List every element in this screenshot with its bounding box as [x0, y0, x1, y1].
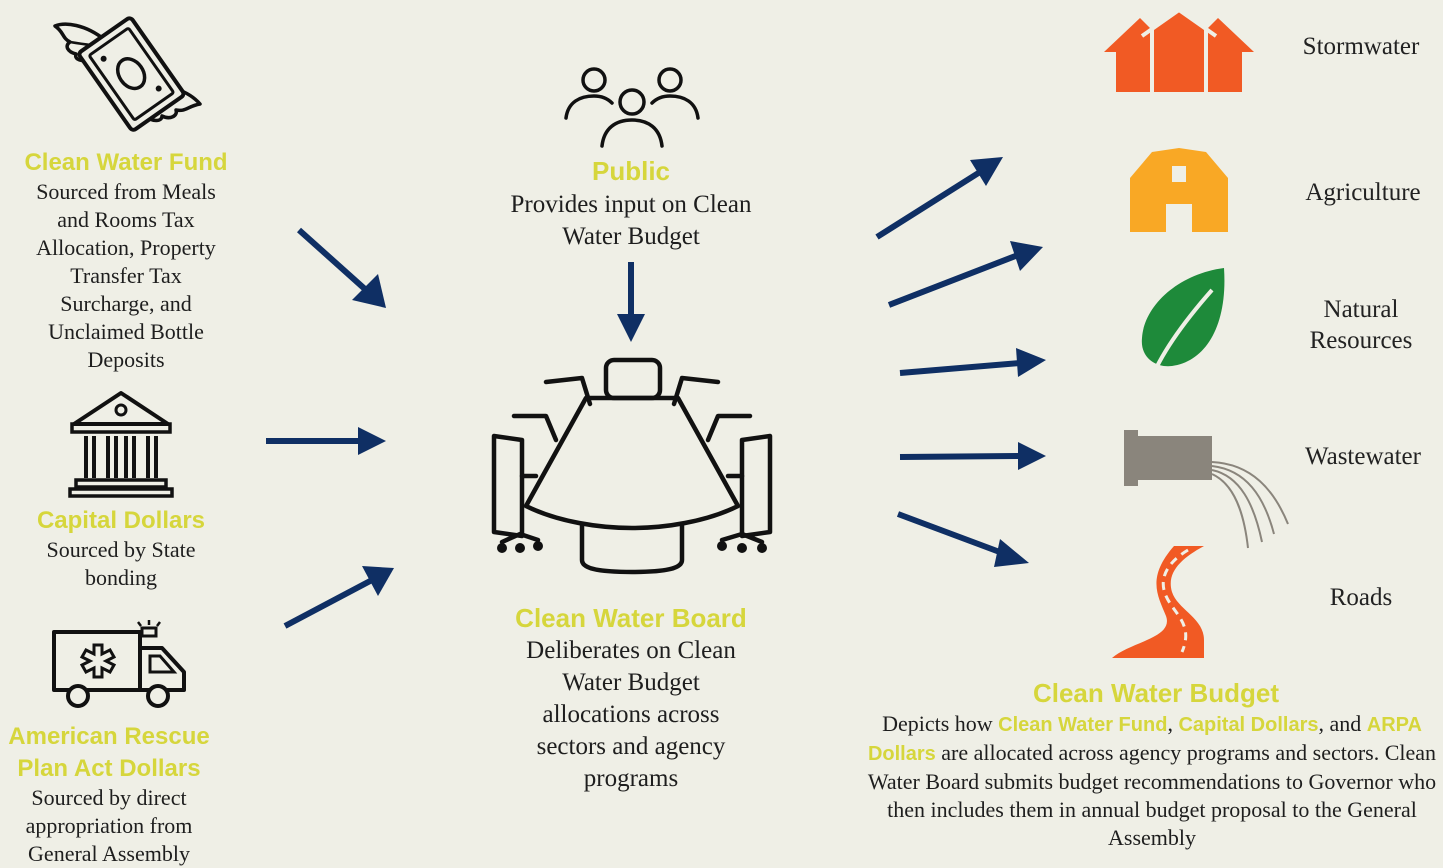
budget-desc-sep: ,	[1167, 711, 1173, 736]
budget-desc-and: , and	[1318, 711, 1362, 736]
leaf-icon	[1138, 266, 1230, 384]
outfall-pipe-icon	[1122, 430, 1298, 554]
budget-hl-clean-water-fund: Clean Water Fund	[998, 714, 1168, 736]
sector-label-agriculture: Agriculture	[1305, 179, 1421, 206]
public-description: Provides input on Clean Water Budget	[510, 191, 752, 250]
board-title: Clean Water Board	[515, 603, 747, 633]
public-title: Public	[591, 156, 670, 186]
arrow-arpa-to-board	[283, 577, 374, 629]
ambulance-icon	[50, 620, 190, 712]
road-icon	[1112, 544, 1212, 658]
budget-title: Clean Water Budget	[1032, 678, 1280, 708]
bank-building-icon	[66, 390, 176, 498]
arrow-to-roads	[896, 511, 1007, 557]
capital-dollars-title: Capital Dollars	[36, 507, 206, 534]
barn-icon	[1130, 148, 1228, 232]
budget-hl-arpa-dollars: ARPA Dollars	[867, 714, 1422, 765]
conference-table-icon	[486, 356, 778, 578]
sector-label-stormwater: Stormwater	[1302, 33, 1420, 60]
budget-desc-intro: Depicts how	[882, 711, 993, 736]
board-description: Deliberates on Clean Water Budget alloca…	[526, 637, 736, 792]
people-group-icon	[562, 66, 702, 148]
clean-water-fund-description: Sourced from Meals and Rooms Tax Allocat…	[36, 179, 216, 372]
clean-water-fund-title: Clean Water Fund	[24, 149, 228, 176]
sector-label-roads: Roads	[1329, 584, 1393, 611]
sector-label-natural-resources: Natural Resources	[1309, 296, 1413, 354]
arrow-to-stormwater	[875, 169, 982, 240]
arrow-cwf-to-board	[296, 227, 369, 293]
arrow-to-wastewater	[899, 453, 1021, 460]
arpa-title-line-2: Plan Act Dollars	[17, 755, 201, 782]
arrow-to-agriculture	[887, 252, 1020, 308]
budget-desc-rest: are allocated across agency programs and…	[867, 740, 1437, 850]
arpa-description: Sourced by direct appropriation from Gen…	[25, 785, 193, 866]
budget-description: Depicts how Clean Water Fund, Capital Do…	[862, 710, 1442, 852]
capital-dollars-description: Sourced by State bonding	[46, 537, 196, 590]
arrow-to-natural-resources	[899, 360, 1021, 376]
budget-hl-capital-dollars: Capital Dollars	[1178, 714, 1319, 736]
arpa-title-line-1: American Rescue	[8, 723, 210, 750]
flying-money-icon	[50, 2, 205, 142]
houses-icon	[1102, 7, 1256, 92]
sector-label-wastewater: Wastewater	[1305, 443, 1421, 470]
